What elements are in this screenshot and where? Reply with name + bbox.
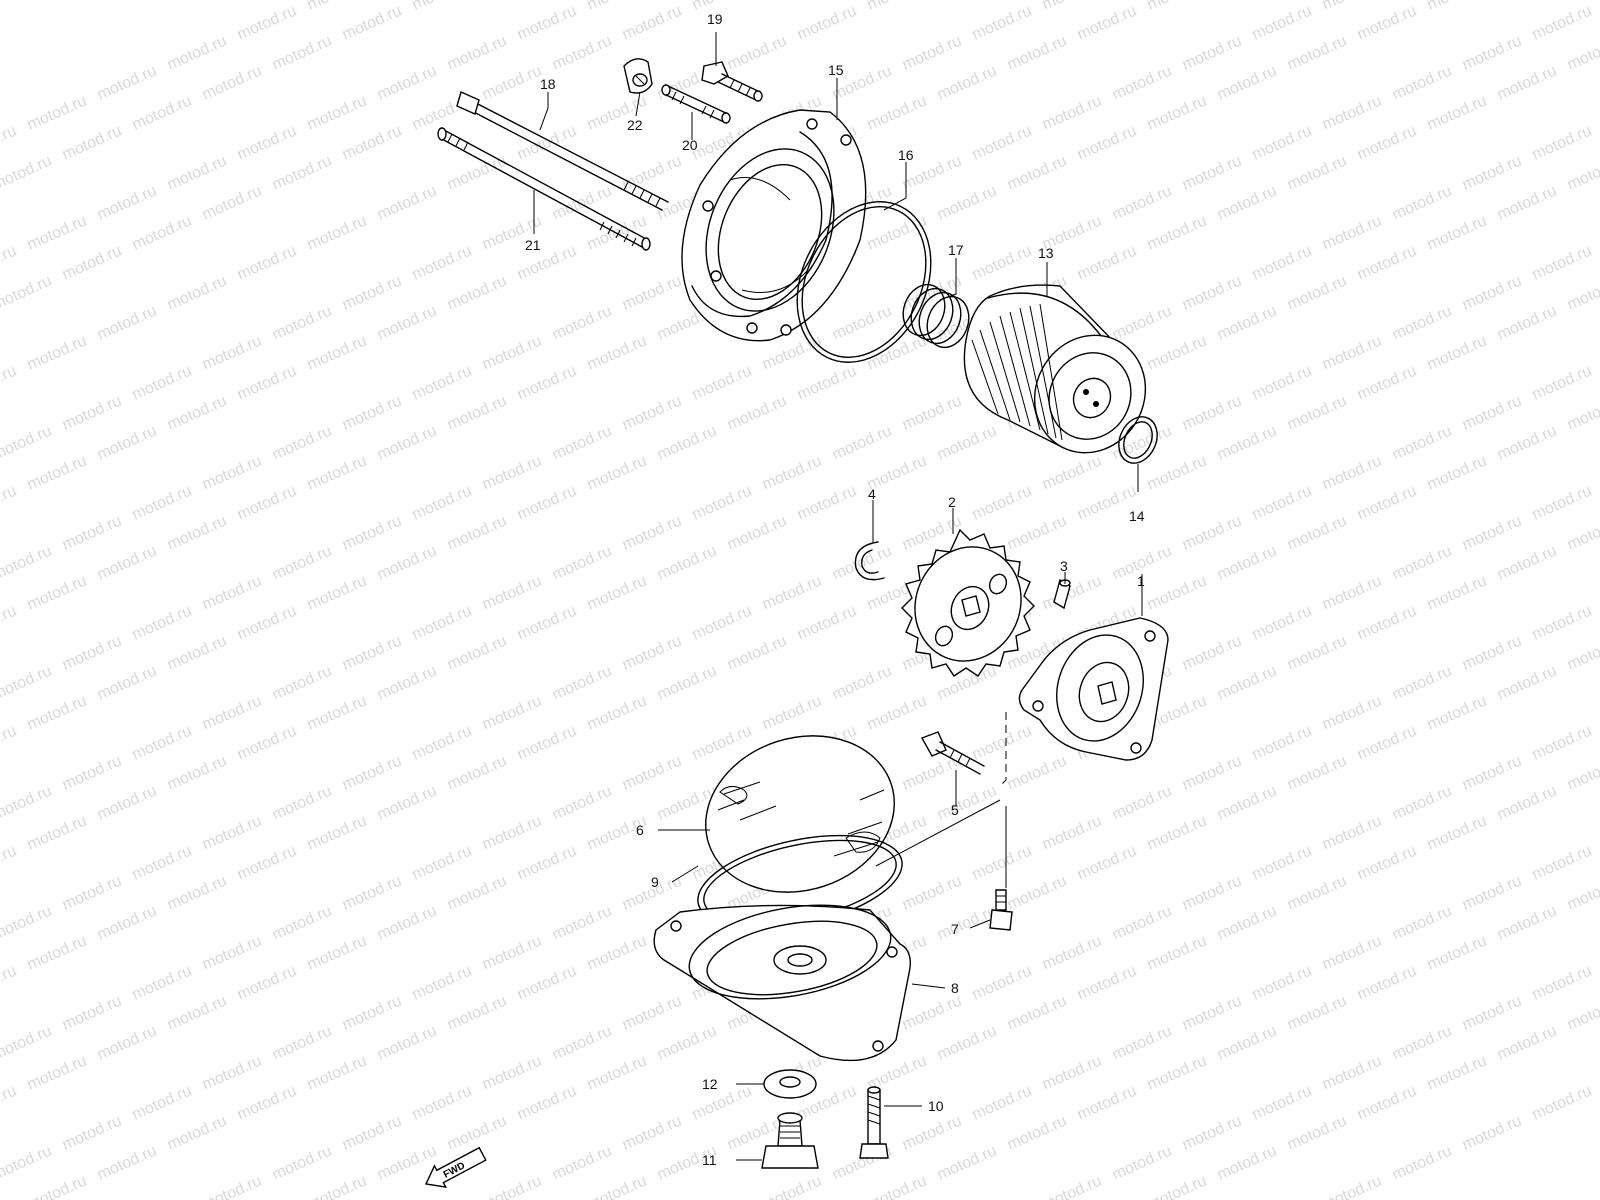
callout-12: 12	[702, 1076, 718, 1092]
callout-17: 17	[948, 242, 964, 258]
stud-20	[661, 84, 731, 124]
callout-2: 2	[948, 494, 956, 510]
callout-11: 11	[702, 1152, 717, 1168]
callout-21: 21	[525, 237, 541, 253]
strainer-screen-6	[705, 735, 895, 893]
oil-pump-1	[1018, 617, 1169, 761]
bolt-10	[859, 1086, 889, 1159]
bolt-5	[920, 712, 1007, 787]
leader-lines	[533, 32, 1143, 1161]
oil-pan-8	[653, 904, 911, 1062]
fitting-7	[989, 889, 1013, 931]
o-ring-14	[1118, 416, 1158, 464]
callout-22: 22	[627, 117, 643, 133]
callout-14: 14	[1129, 508, 1145, 524]
oil-filter-13	[963, 284, 1147, 454]
cap-nut-22	[623, 58, 653, 94]
o-ring-16	[796, 201, 932, 363]
callout-labels: 19 18 15 22 20 16 21 17 13 14 4 2 3 1 5 …	[525, 11, 1145, 1168]
circlip-4	[854, 541, 885, 581]
long-bolt-18	[456, 91, 669, 211]
callout-4: 4	[868, 486, 876, 502]
callout-6: 6	[636, 822, 644, 838]
callout-15: 15	[828, 62, 844, 78]
callout-8: 8	[951, 980, 959, 996]
callout-16: 16	[898, 147, 914, 163]
long-stud-21	[437, 127, 651, 251]
callout-20: 20	[682, 137, 698, 153]
callout-5: 5	[951, 802, 959, 818]
spring-17	[902, 283, 970, 349]
callout-10: 10	[928, 1098, 944, 1114]
fwd-arrow-badge: FWD	[424, 1146, 487, 1188]
callout-9: 9	[651, 874, 659, 890]
callout-19: 19	[707, 11, 723, 27]
callout-1: 1	[1137, 573, 1145, 589]
callout-3: 3	[1060, 558, 1068, 574]
callout-18: 18	[540, 76, 556, 92]
callout-7: 7	[951, 921, 959, 937]
washer-12	[763, 1069, 817, 1099]
callout-13: 13	[1038, 245, 1054, 261]
fwd-label: FWD	[442, 1160, 467, 1180]
drain-plug-11	[761, 1112, 819, 1169]
bolt-19	[701, 61, 763, 102]
driven-gear-2	[901, 528, 1035, 677]
filter-cover-15	[681, 109, 867, 342]
pin-3	[1053, 578, 1071, 610]
